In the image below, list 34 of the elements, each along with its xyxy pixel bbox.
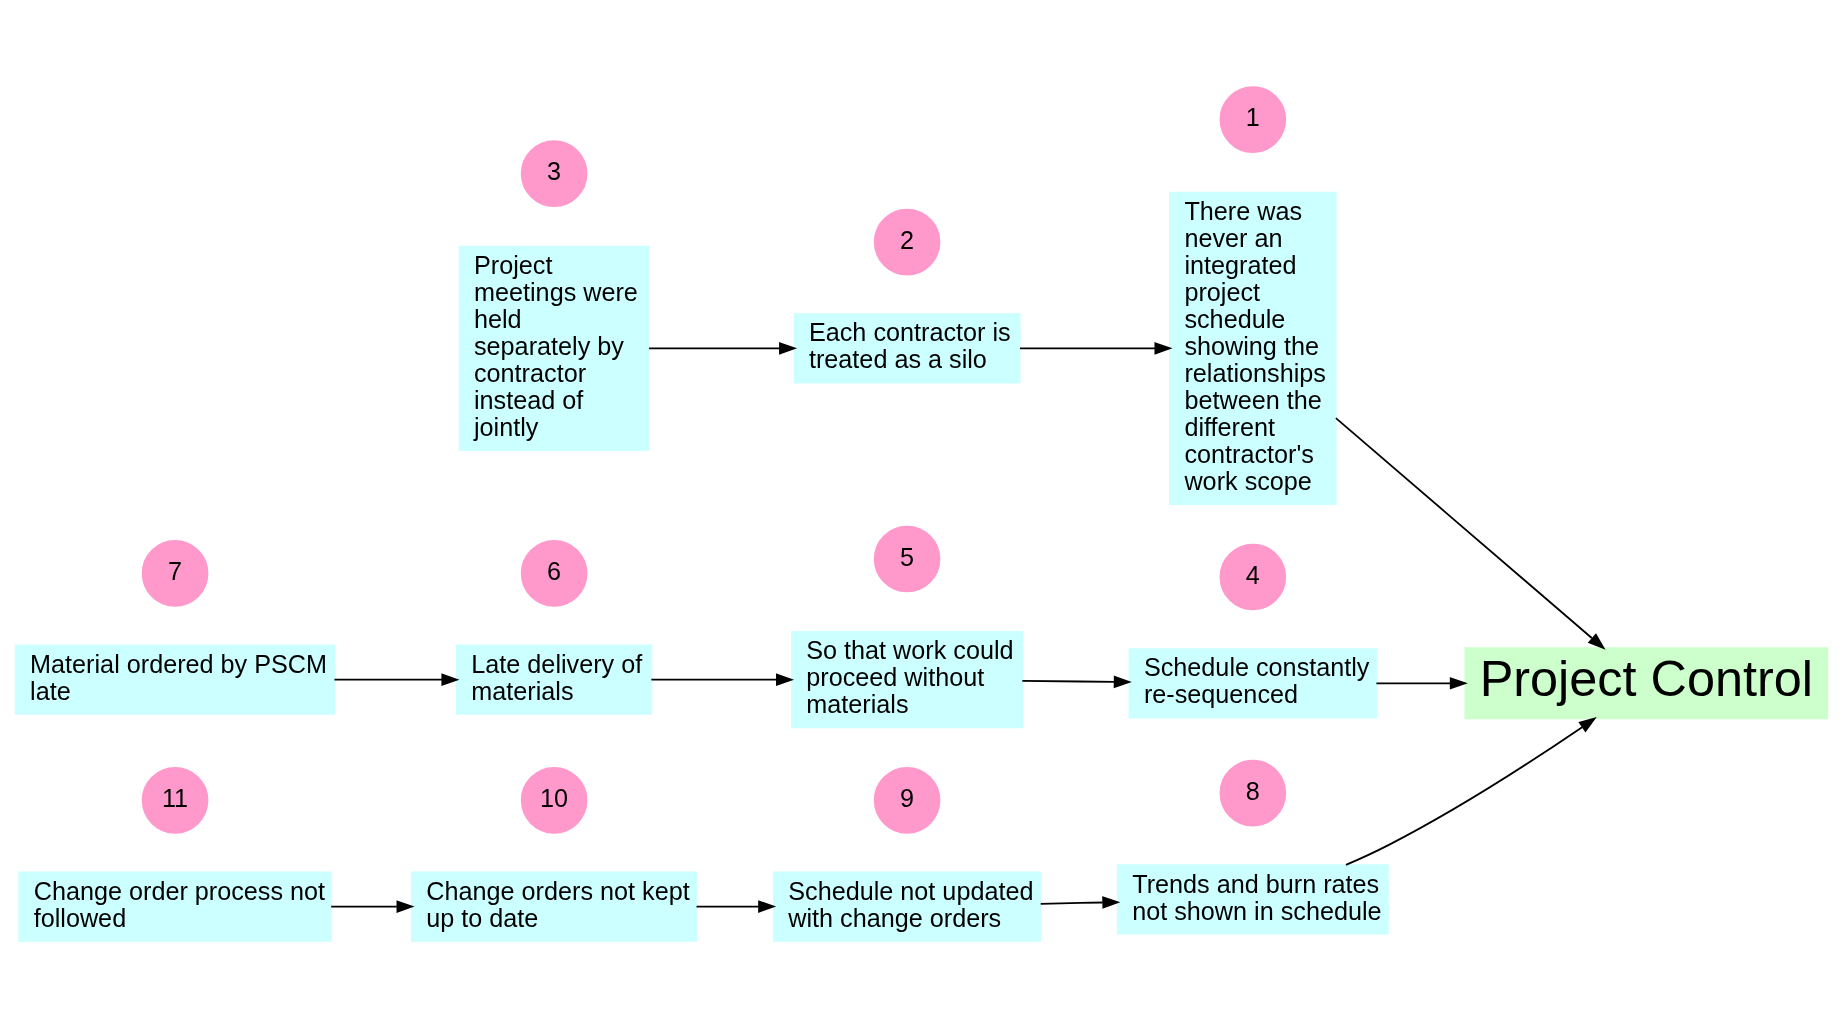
- node-circle: 2: [873, 208, 941, 276]
- node-circle: 3: [520, 140, 588, 207]
- node-circle: 8: [1219, 759, 1287, 827]
- node-circle: 5: [873, 525, 941, 593]
- arrow: [330, 900, 415, 913]
- node-box: Schedule not updated with change orders: [772, 871, 1042, 942]
- node-circle: 10: [520, 767, 588, 834]
- arrow: [1039, 896, 1121, 909]
- node-box: Change orders not kept up to date: [410, 871, 698, 942]
- arrow: [1019, 342, 1173, 355]
- arrow: [1335, 417, 1606, 650]
- node-box: Project Control: [1464, 647, 1829, 720]
- node-box: Trends and burn rates not shown in schedule: [1116, 864, 1389, 935]
- arrow: [650, 673, 795, 686]
- node-box: So that work could proceed without materials: [790, 631, 1024, 729]
- node-circle: 1: [1219, 86, 1287, 153]
- arrow: [1021, 675, 1132, 689]
- arrow: [1375, 676, 1468, 690]
- arrow: [695, 900, 777, 913]
- arrow: [648, 342, 798, 355]
- node-box: Change order process not followed: [18, 871, 332, 942]
- arrow: [1345, 717, 1597, 866]
- node-box: Each contractor is treated as a silo: [793, 313, 1021, 384]
- node-box: Project meetings were held separately by contractor instead of jointly: [458, 245, 650, 451]
- node-box: Schedule constantly re-sequenced: [1128, 648, 1378, 719]
- node-circle: 9: [873, 767, 941, 834]
- node-box: There was never an integrated project schedule showing the relationships between the different contractor's work scope: [1169, 191, 1337, 505]
- node-circle: 11: [141, 767, 209, 834]
- arrow: [333, 673, 460, 686]
- node-box: Late delivery of materials: [456, 644, 653, 715]
- node-box: Material ordered by PSCM late: [14, 644, 336, 715]
- node-circle: 6: [520, 540, 588, 607]
- node-circle: 7: [141, 540, 209, 607]
- node-circle: 4: [1219, 543, 1287, 611]
